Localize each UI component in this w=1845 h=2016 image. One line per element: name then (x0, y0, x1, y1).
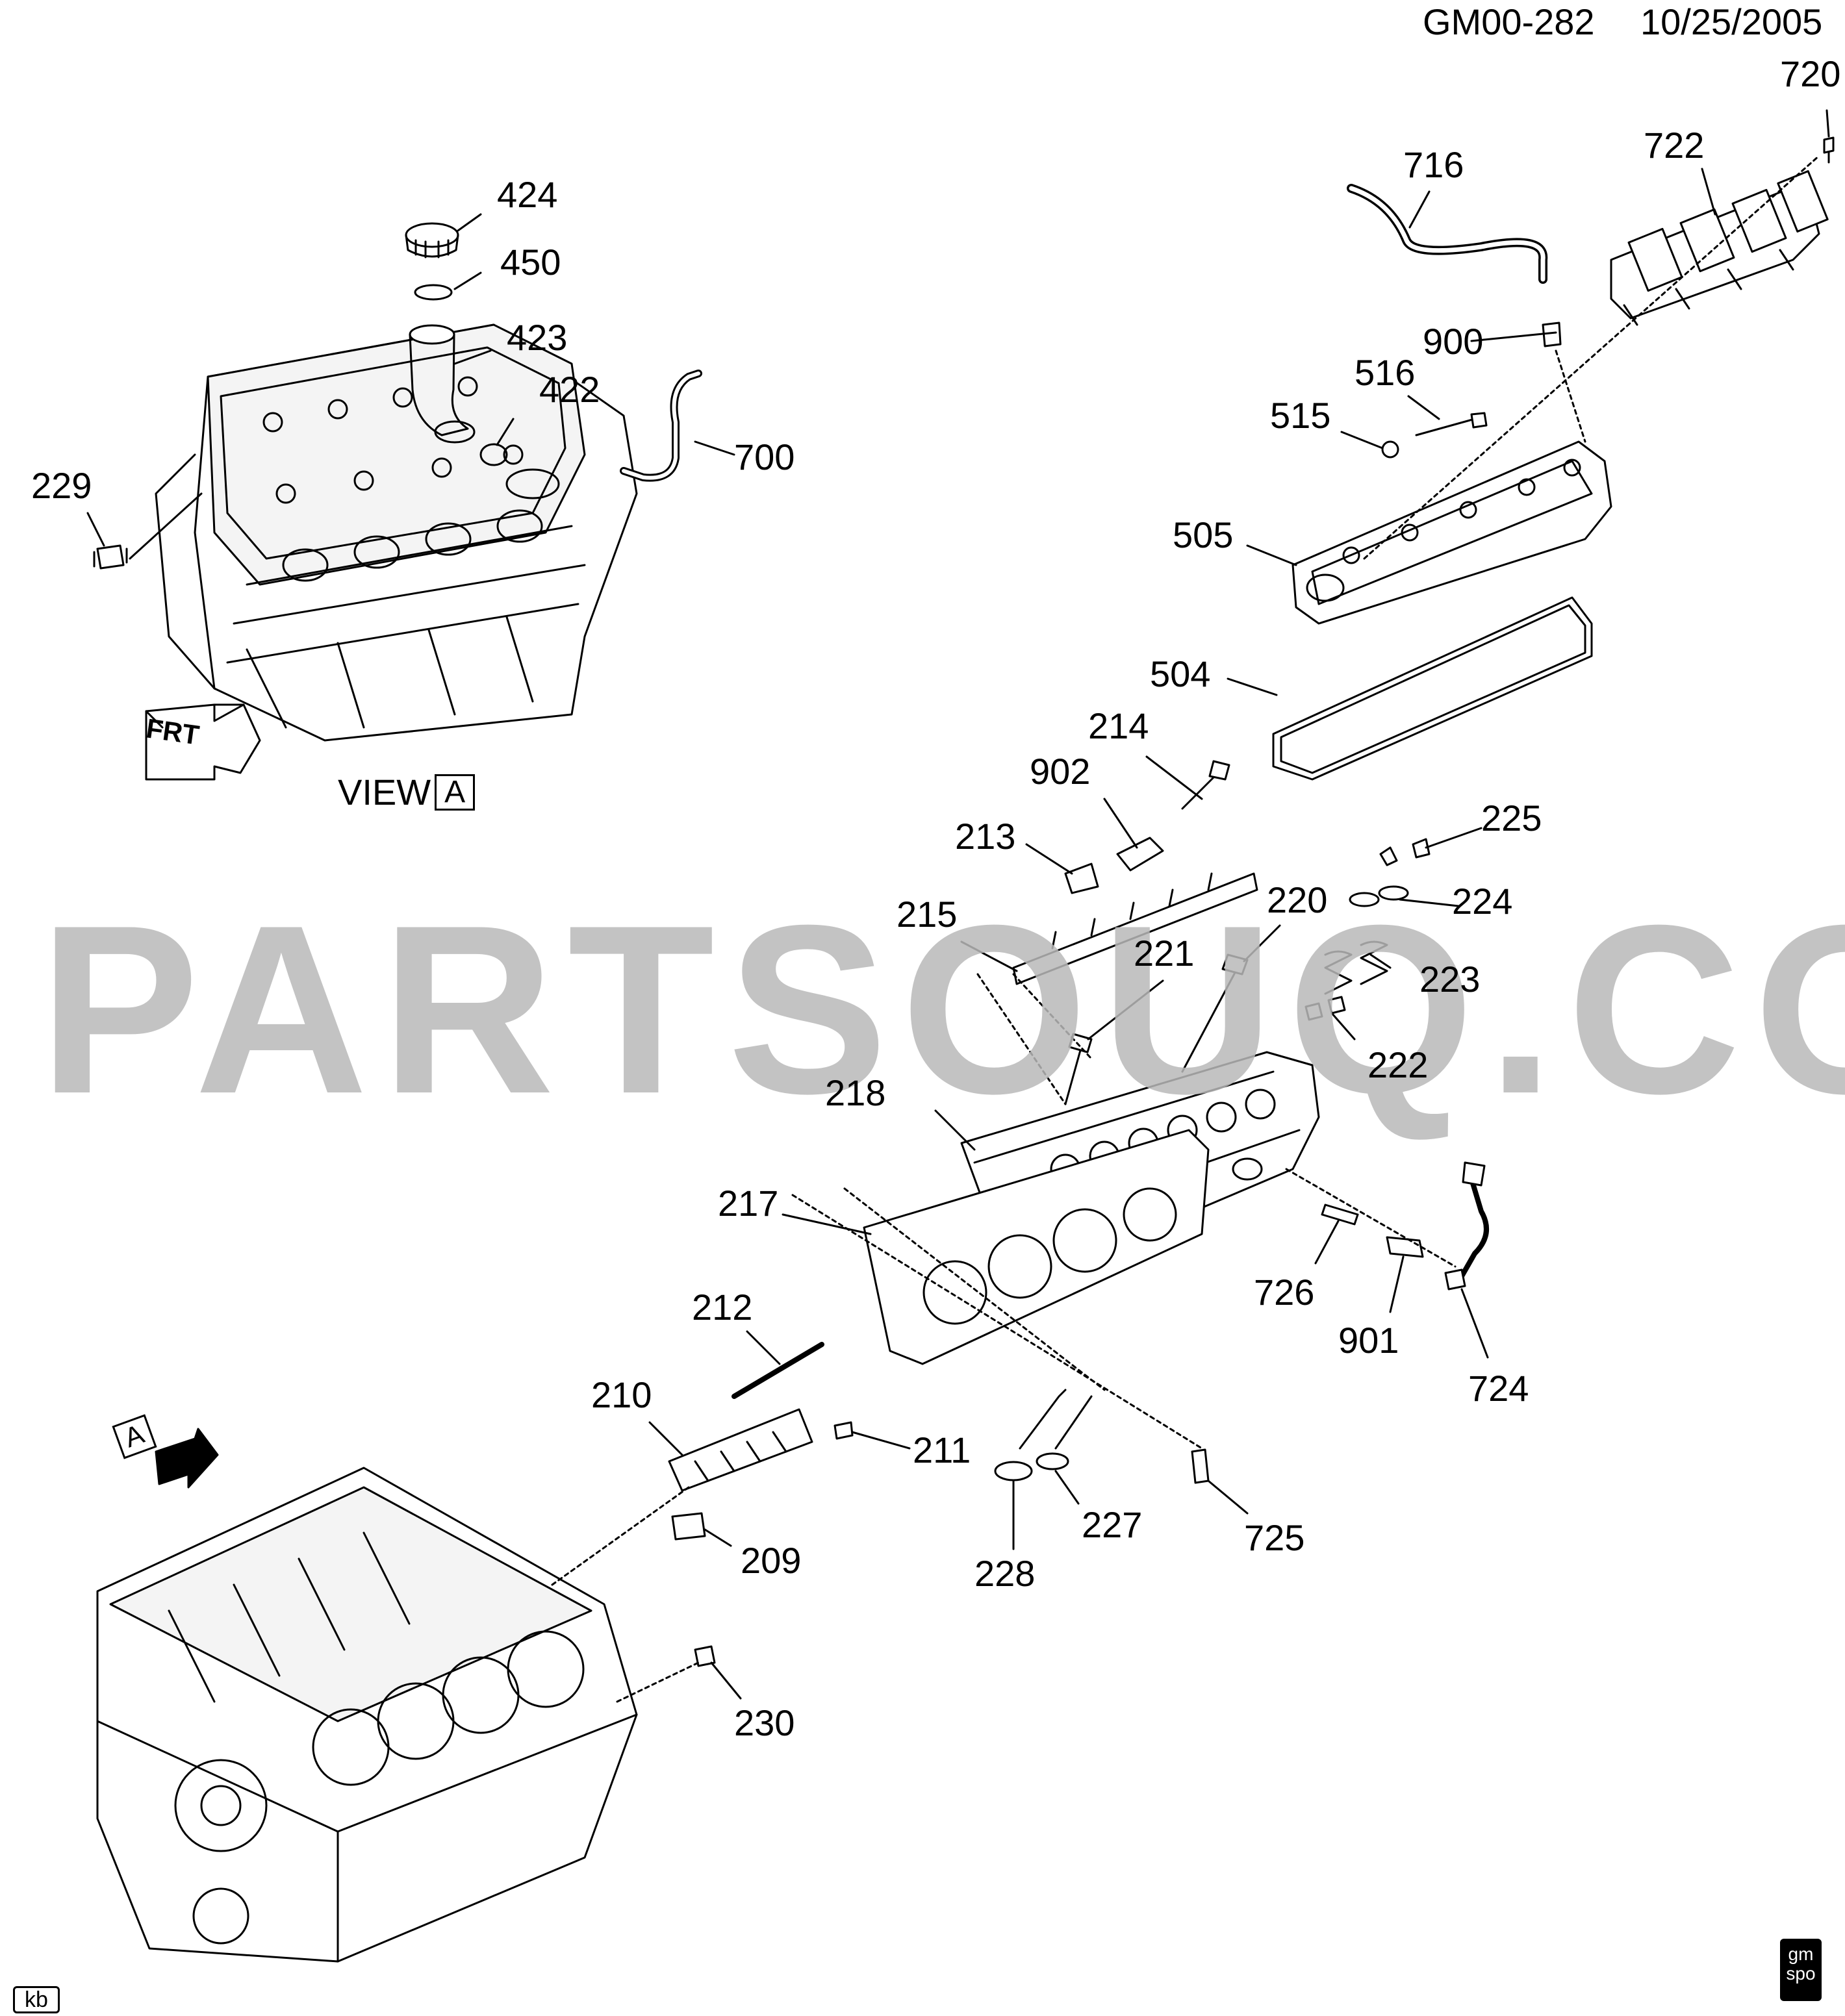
callout-222: 222 (1368, 1044, 1429, 1085)
head-bolt-221 (1064, 1033, 1093, 1105)
callout-726: 726 (1254, 1272, 1315, 1313)
callout-214: 214 (1088, 705, 1149, 746)
bolt-516 (1415, 412, 1488, 436)
front-arrow-indicator (145, 703, 261, 781)
leader-lines (86, 109, 1830, 1703)
callout-450: 450 (500, 242, 561, 283)
valve-seals-222 (1304, 996, 1346, 1021)
callout-220: 220 (1267, 879, 1328, 920)
lifter-guide-210 (668, 1408, 813, 1492)
callout-424: 424 (497, 174, 558, 215)
grommet-515 (1381, 440, 1399, 459)
view-a-engine-top (155, 323, 638, 742)
filler-tube-423 (409, 324, 476, 444)
valve-springs-223 (1324, 940, 1388, 995)
seal-450 (414, 284, 453, 301)
watermark: PARTSOUQ.COM (39, 876, 1845, 1144)
plug-230 (694, 1645, 716, 1667)
grommet-422 (479, 443, 508, 466)
callout-505: 505 (1173, 514, 1234, 555)
rocker-bolt-214 (1181, 760, 1230, 810)
rocker-support-215 (1012, 872, 1258, 985)
diagram-id: GM00-282 (1423, 1, 1595, 42)
callout-210: 210 (591, 1374, 652, 1415)
logo-bottom-text: spo (1786, 1963, 1816, 1984)
callout-716: 716 (1403, 144, 1464, 185)
view-a-label: VIEW A (338, 772, 476, 813)
callout-215: 215 (897, 894, 958, 935)
ignition-coils-722 (1610, 170, 1829, 326)
callout-225: 225 (1481, 798, 1542, 838)
view-label-text: VIEW (338, 772, 431, 813)
fitting-900 (1542, 321, 1562, 347)
callout-217: 217 (718, 1183, 779, 1224)
callout-221: 221 (1134, 933, 1195, 974)
view-label-letter: A (435, 774, 476, 811)
callout-901: 901 (1338, 1320, 1399, 1361)
callout-900: 900 (1423, 321, 1484, 362)
callout-218: 218 (825, 1072, 886, 1113)
pushrod-212 (732, 1342, 824, 1399)
callout-725: 725 (1244, 1517, 1305, 1558)
callout-228: 228 (974, 1553, 1036, 1594)
valve-keepers-225 (1379, 838, 1431, 866)
bolt-211 (833, 1421, 854, 1440)
valve-retainer-224 (1349, 892, 1380, 907)
rocker-arm-902 (1116, 837, 1164, 872)
oil-filler-cap-424 (405, 222, 459, 258)
callout-720: 720 (1780, 53, 1841, 94)
callout-223: 223 (1419, 959, 1481, 1000)
rocker-pivot-213 (1064, 863, 1099, 894)
engine-block (96, 1467, 638, 1963)
sensor-726 (1321, 1203, 1359, 1226)
logo-top-text: gm (1788, 1944, 1814, 1964)
pcv-hose-700 (620, 370, 702, 482)
callout-700: 700 (734, 436, 795, 477)
valve-cover-505 (1292, 440, 1612, 625)
connector-901 (1386, 1236, 1424, 1258)
gm-spo-logo: gm spo (1780, 1939, 1822, 2001)
head-gasket-217 (863, 1129, 1210, 1365)
callout-423: 423 (507, 317, 568, 358)
diagram-date: 10/25/2005 (1640, 1, 1823, 42)
initials-box: kb (13, 1986, 60, 2013)
callout-515: 515 (1270, 395, 1331, 436)
wiring-harness-724 (1444, 1161, 1489, 1291)
sensor-725 (1191, 1448, 1210, 1484)
callout-722: 722 (1644, 125, 1705, 166)
callout-227: 227 (1082, 1504, 1143, 1545)
view-a-arrow (155, 1428, 219, 1489)
lifter-209 (671, 1512, 706, 1541)
callout-224: 224 (1452, 881, 1513, 922)
callout-516: 516 (1355, 352, 1416, 393)
callout-209: 209 (741, 1540, 802, 1581)
callout-504: 504 (1150, 653, 1211, 694)
callout-212: 212 (692, 1287, 753, 1328)
plug-229 (93, 544, 128, 570)
callout-724: 724 (1468, 1368, 1529, 1409)
callout-229: 229 (31, 465, 92, 506)
head-bolt-220 (1181, 953, 1249, 1073)
callout-213: 213 (955, 816, 1016, 857)
valve-cover-gasket-504 (1272, 596, 1593, 781)
exhaust-valve-227 (1036, 1395, 1093, 1470)
callout-230: 230 (734, 1702, 795, 1743)
bolt-720 (1823, 136, 1835, 154)
callout-211: 211 (913, 1430, 971, 1470)
callout-422: 422 (539, 369, 600, 410)
callout-902: 902 (1030, 751, 1091, 792)
